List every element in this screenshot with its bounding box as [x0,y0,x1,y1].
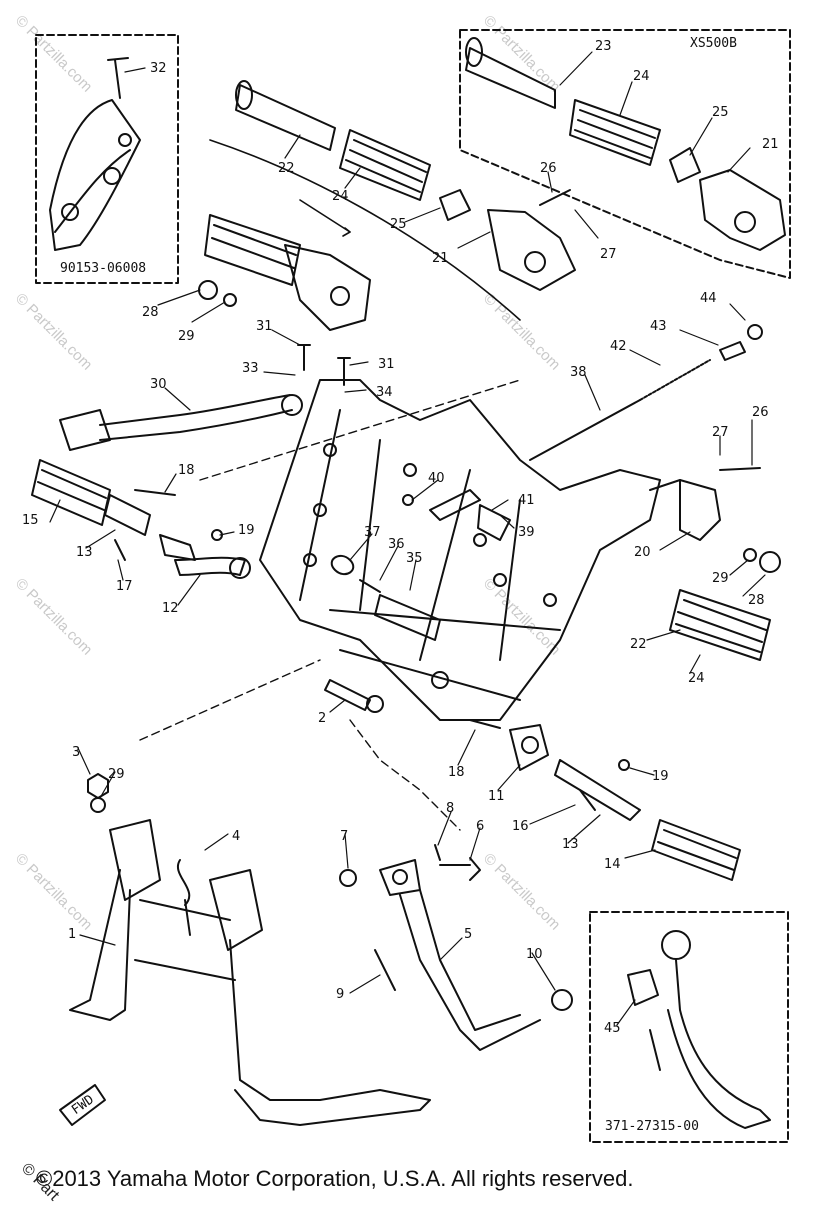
callout-19: 19 [652,769,669,784]
callout-24: 24 [633,69,650,84]
callout-19: 19 [238,523,255,538]
callout-22: 22 [630,637,647,652]
fwd-arrow-label: FWD [69,1092,97,1118]
center-stand [69,773,431,1126]
callout-6: 6 [476,819,484,834]
callout-7: 7 [340,829,348,844]
callout-26: 26 [752,405,769,420]
callout-14: 14 [604,857,621,872]
callout-28: 28 [748,593,765,608]
callout-28: 28 [142,305,159,320]
pedal-assembly-right [469,719,741,881]
leader-lines [49,51,766,1026]
callout-29: 29 [178,329,195,344]
callout-9: 9 [336,987,344,1002]
inset-screw-box [35,34,179,284]
callout-45: 45 [604,1021,621,1036]
callout-39: 39 [518,525,535,540]
inset-kick-pedal-box [589,911,789,1143]
callout-18: 18 [178,463,195,478]
callout-35: 35 [406,551,423,566]
callout-41: 41 [518,493,535,508]
callout-1: 1 [68,927,76,942]
callout-25: 25 [712,105,729,120]
callout-8: 8 [446,801,454,816]
footrest-assembly-upper [209,80,576,321]
callout-31: 31 [256,319,273,334]
callout-42: 42 [610,339,627,354]
callout-23: 23 [595,39,612,54]
callout-27: 27 [600,247,617,262]
callout-24: 24 [332,189,349,204]
callout-30: 30 [150,377,167,392]
callout-10: 10 [526,947,543,962]
frame [139,379,661,831]
callout-36: 36 [388,537,405,552]
callout-33: 33 [242,361,259,376]
callout-26: 26 [540,161,557,176]
callout-31: 31 [378,357,395,372]
callout-3: 3 [72,745,80,760]
brake-pedal [59,344,351,451]
callout-2: 2 [318,711,326,726]
side-stand [339,844,573,1051]
callout-37: 37 [364,525,381,540]
callout-5: 5 [464,927,472,942]
callout-40: 40 [428,471,445,486]
callout-13: 13 [76,545,93,560]
callout-11: 11 [488,789,505,804]
footrest-left-bracket [198,214,371,331]
inset-xs500b-box [459,29,791,279]
screw-code-label: 90153-06008 [60,261,146,276]
callout-44: 44 [700,291,717,306]
callout-21: 21 [432,251,449,266]
callout-27: 27 [712,425,729,440]
callout-25: 25 [390,217,407,232]
callout-21: 21 [762,137,779,152]
callout-15: 15 [22,513,39,528]
callout-18: 18 [448,765,465,780]
callout-22: 22 [278,161,295,176]
copyright-footer: ©2013 Yamaha Motor Corporation, U.S.A. A… [36,1166,634,1191]
callout-34: 34 [376,385,393,400]
callout-38: 38 [570,365,587,380]
callout-13: 13 [562,837,579,852]
footrest-right [649,467,781,661]
callout-29: 29 [108,767,125,782]
pedal-assembly-left [31,459,251,579]
callout-17: 17 [116,579,133,594]
callout-20: 20 [634,545,651,560]
kick-pedal-code-label: 371-27315-00 [605,1119,699,1134]
callout-4: 4 [232,829,240,844]
callout-43: 43 [650,319,667,334]
fwd-arrow [59,1084,106,1126]
model-variant-label: XS500B [690,36,737,51]
callout-24: 24 [688,671,705,686]
brake-rod [529,324,763,461]
callout-29: 29 [712,571,729,586]
callout-16: 16 [512,819,529,834]
callout-12: 12 [162,601,179,616]
pivot-bolt [324,679,384,713]
callout-32: 32 [150,61,167,76]
